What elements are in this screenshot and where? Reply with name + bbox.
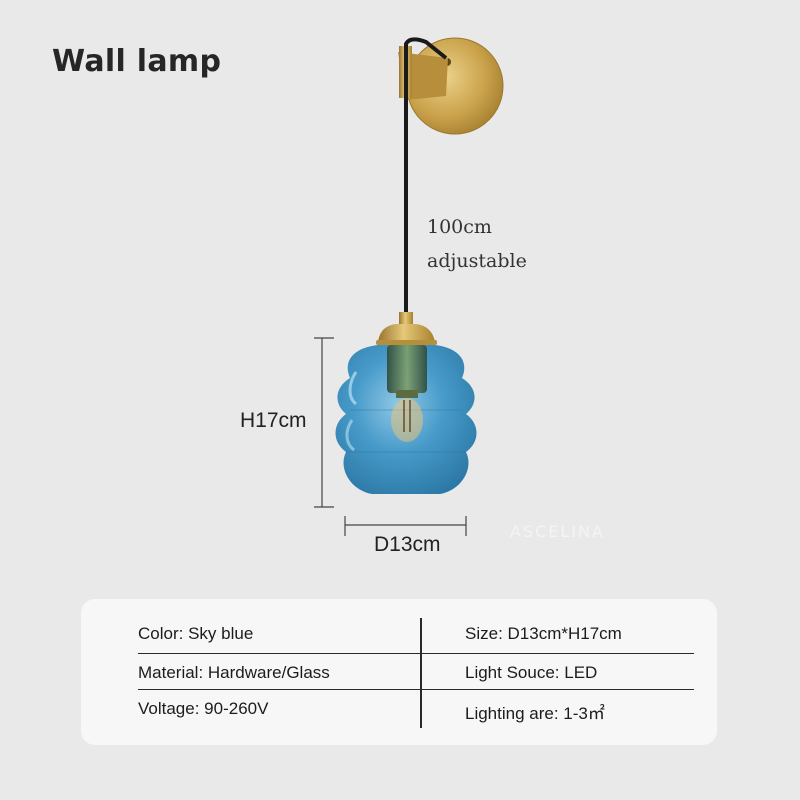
height-label: H17cm — [240, 409, 307, 432]
bulb-socket — [387, 345, 427, 442]
lamp-canopy — [376, 312, 437, 345]
spec-row: Material: Hardware/Glass Light Souce: LE… — [138, 653, 694, 690]
spec-size: Size: D13cm*H17cm — [465, 624, 622, 643]
spec-light-source: Light Souce: LED — [465, 663, 598, 682]
spec-row: Color: Sky blue Size: D13cm*H17cm — [138, 617, 694, 653]
diameter-dimension — [344, 516, 467, 536]
spec-voltage: Voltage: 90-260V — [138, 699, 269, 718]
diameter-label: D13cm — [374, 533, 441, 556]
spec-material: Material: Hardware/Glass — [138, 663, 330, 682]
wall-plate — [398, 37, 504, 135]
spec-color: Color: Sky blue — [138, 624, 254, 643]
spec-row: Voltage: 90-260V Lighting are: 1-3㎡ — [138, 689, 694, 726]
spec-lighting-area: Lighting are: 1-3㎡ — [465, 704, 605, 723]
page-title: Wall lamp — [52, 44, 222, 79]
spec-table: Color: Sky blue Size: D13cm*H17cm Materi… — [81, 599, 717, 745]
cord-length-label: 100cm — [427, 216, 492, 238]
cord-adjustable-label: adjustable — [427, 250, 527, 272]
spec-column-divider — [420, 618, 422, 728]
brand-watermark: ASCELINA — [510, 522, 605, 541]
cord-top — [404, 37, 448, 98]
height-dimension — [314, 337, 334, 508]
